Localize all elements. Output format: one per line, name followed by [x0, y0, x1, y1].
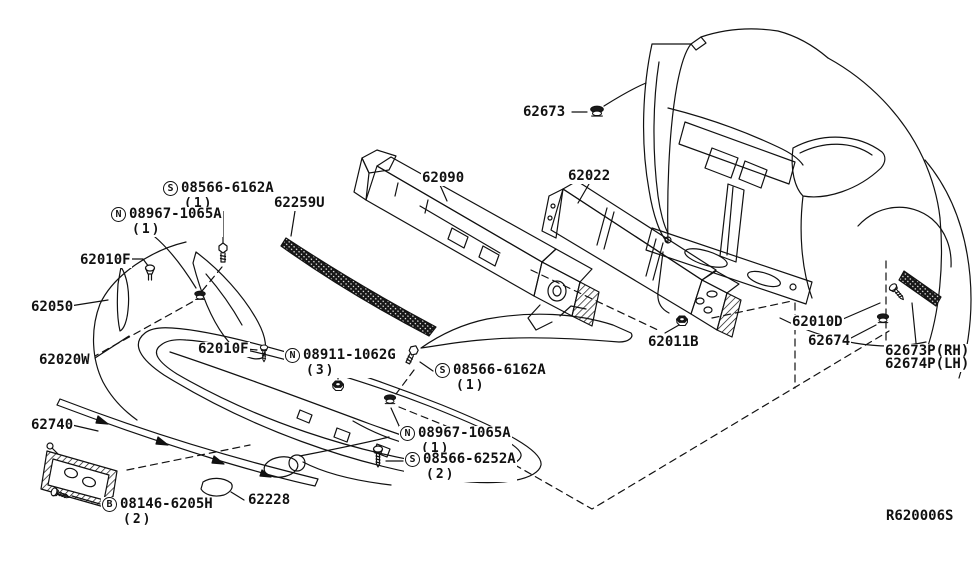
nut-62011b [676, 315, 688, 327]
part-qty: (2) [123, 512, 153, 527]
front-bumper-finisher-62228 [200, 477, 233, 497]
circled-s-icon: S [163, 181, 178, 196]
part-label-62020w[interactable]: 62020W [38, 352, 91, 368]
part-label-62228[interactable]: 62228 [247, 492, 292, 508]
part-label-62740[interactable]: 62740 [30, 417, 75, 433]
part-label-62050[interactable]: 62050 [30, 299, 75, 315]
part-label-62259u[interactable]: 62259U [273, 195, 326, 211]
part-qty: (3) [306, 363, 336, 378]
circled-n-icon: N [285, 348, 300, 363]
circled-n-icon: N [111, 207, 126, 222]
clip-62010f-1 [144, 264, 156, 281]
diagram-ref-code: R620006S [886, 508, 954, 524]
circled-s-icon: S [405, 452, 420, 467]
part-label-62010d[interactable]: 62010D [791, 314, 844, 330]
nut-08911-1062g [332, 380, 344, 392]
lower-grille-moulding-62740 [56, 398, 319, 487]
circled-s-icon: S [435, 363, 450, 378]
clip-62673 [590, 105, 604, 117]
bolt-08566-6162a-2 [403, 343, 421, 366]
part-label-62673p-rh[interactable]: 62673P(RH) [884, 343, 971, 359]
part-label-62673[interactable]: 62673 [522, 104, 567, 120]
part-label-62090[interactable]: 62090 [421, 170, 466, 186]
part-label-62674[interactable]: 62674 [807, 333, 852, 349]
circled-b-icon: B [102, 497, 117, 512]
clip-08967-1065a-2 [383, 394, 397, 405]
part-qty: (1) [132, 222, 162, 237]
part-label-62010f-2[interactable]: 62010F [197, 341, 250, 357]
circled-n-icon: N [400, 426, 415, 441]
part-label-62674p-lh[interactable]: 62674P(LH) [884, 356, 971, 372]
part-label-62022[interactable]: 62022 [567, 168, 612, 184]
part-qty: (1) [456, 378, 486, 393]
screw-62010d [887, 281, 908, 303]
clip-62674 [876, 313, 890, 324]
clip-08967-1065a-1 [194, 290, 206, 300]
part-qty: (2) [426, 467, 456, 482]
front-bumper-fascia-62050 [92, 241, 633, 486]
radiator-core-support [642, 36, 886, 314]
sealing-strip-62673p [898, 270, 942, 307]
part-label-62010f-1[interactable]: 62010F [79, 252, 132, 268]
grille-mesh-62259u [280, 237, 437, 337]
bolt-08566-6162a-1 [218, 242, 228, 263]
part-label-62011b[interactable]: 62011B [647, 334, 700, 350]
bumper-reinforcement-62022 [541, 180, 742, 338]
